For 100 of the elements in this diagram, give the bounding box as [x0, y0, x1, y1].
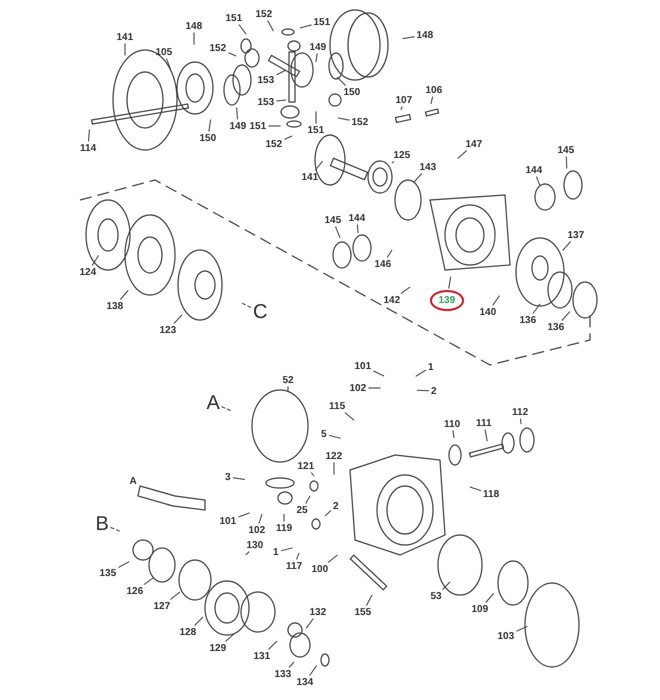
reference-letter: B	[94, 513, 110, 535]
callout-number: 151	[248, 120, 268, 132]
reference-letter: C	[252, 301, 268, 323]
callout-number: 141	[116, 32, 134, 42]
callout-number: 1	[272, 546, 280, 558]
callout-number: 25	[296, 504, 309, 516]
leader-line	[457, 150, 468, 159]
leader-line	[536, 176, 540, 186]
leader-line	[520, 418, 522, 424]
callout-number: 121	[296, 460, 316, 472]
callout-number: 122	[324, 450, 344, 462]
leader-line	[400, 286, 410, 294]
callout-number: 144	[524, 164, 544, 176]
leader-line	[561, 311, 570, 321]
callout-number: 103	[496, 630, 516, 642]
leader-line	[238, 512, 250, 518]
callout-number: 144	[348, 212, 366, 224]
leader-line	[284, 136, 292, 140]
leader-line	[258, 514, 262, 524]
leader-line	[120, 290, 129, 300]
callout-number: 151	[306, 124, 326, 136]
leader-line	[288, 662, 294, 668]
leader-line	[324, 510, 332, 516]
leader-line	[88, 129, 90, 142]
callout-number: 146	[374, 258, 392, 270]
callout-number: 150	[342, 86, 362, 98]
callout-number: 136	[518, 314, 538, 326]
leader-line	[400, 106, 403, 110]
callout-number: 145	[324, 214, 342, 226]
leader-line	[240, 302, 252, 308]
callout-number: 2	[332, 500, 340, 512]
callout-number: 118	[482, 488, 500, 500]
callout-number: 101	[218, 516, 238, 526]
callout-number: 153	[256, 74, 276, 86]
callout-number: 143	[418, 162, 438, 172]
callout-number: 125	[392, 150, 412, 160]
callout-number: 101	[354, 360, 372, 372]
callout-number: 126	[126, 586, 144, 596]
callout-number: 152	[264, 138, 284, 150]
leader-line	[276, 70, 286, 76]
callout-number: 102	[248, 524, 266, 536]
leader-line	[485, 593, 494, 603]
callout-number: 53	[430, 590, 443, 602]
callout-number: 127	[152, 600, 172, 612]
leader-line	[280, 547, 294, 552]
callout-number: 140	[478, 306, 498, 318]
leader-line	[566, 156, 568, 169]
leader-line	[166, 58, 172, 70]
callout-number: 107	[394, 94, 414, 106]
callout-number: 135	[98, 568, 118, 578]
callout-number: 152	[254, 8, 274, 20]
callout-number: 102	[348, 382, 368, 394]
leader-line	[430, 96, 434, 104]
callout-number: 117	[285, 560, 304, 572]
leader-line	[484, 429, 488, 442]
leader-line	[221, 406, 233, 412]
leader-line	[118, 561, 130, 568]
callout-number: 129	[208, 642, 228, 654]
reference-letter: A	[206, 392, 221, 414]
leader-line	[296, 552, 300, 560]
leader-line	[328, 554, 338, 563]
callout-number: 52	[282, 374, 295, 386]
leader-line	[470, 486, 482, 492]
leader-line	[373, 370, 384, 376]
callout-number: 152	[350, 116, 370, 128]
leader-line	[309, 665, 318, 676]
leader-line	[246, 551, 250, 556]
callout-number: 124	[78, 266, 98, 278]
leader-line	[316, 53, 318, 62]
callout-number: 148	[416, 30, 434, 40]
leader-line	[194, 616, 204, 626]
leader-line	[402, 36, 415, 40]
callout-number: 141	[300, 172, 320, 182]
leader-line	[532, 303, 541, 314]
callout-number: 115	[328, 400, 346, 412]
callout-number: 132	[308, 606, 328, 618]
leader-line	[416, 390, 430, 392]
callout-number: 136	[546, 322, 566, 332]
leader-line	[267, 20, 274, 32]
leader-line	[238, 24, 247, 35]
leader-line	[328, 434, 342, 439]
callout-number: 128	[178, 626, 198, 638]
callout-number: 145	[556, 144, 576, 156]
callout-number: 137	[566, 230, 586, 240]
leader-line	[562, 241, 571, 252]
callout-number: 109	[470, 604, 490, 614]
callout-number: 149	[228, 120, 248, 132]
leader-line	[335, 226, 340, 238]
callout-number: 3	[224, 472, 232, 482]
reference-letter: A	[130, 476, 137, 486]
callout-number: 151	[312, 16, 332, 28]
callout-number: 111	[475, 418, 493, 428]
callout-number: 155	[354, 606, 372, 618]
leader-line	[310, 472, 314, 476]
leader-line	[306, 618, 314, 629]
leader-line	[232, 477, 246, 480]
callout-number: 138	[106, 300, 124, 312]
callout-number: 114	[79, 142, 98, 154]
leader-line	[492, 295, 500, 306]
leader-line	[208, 119, 212, 132]
